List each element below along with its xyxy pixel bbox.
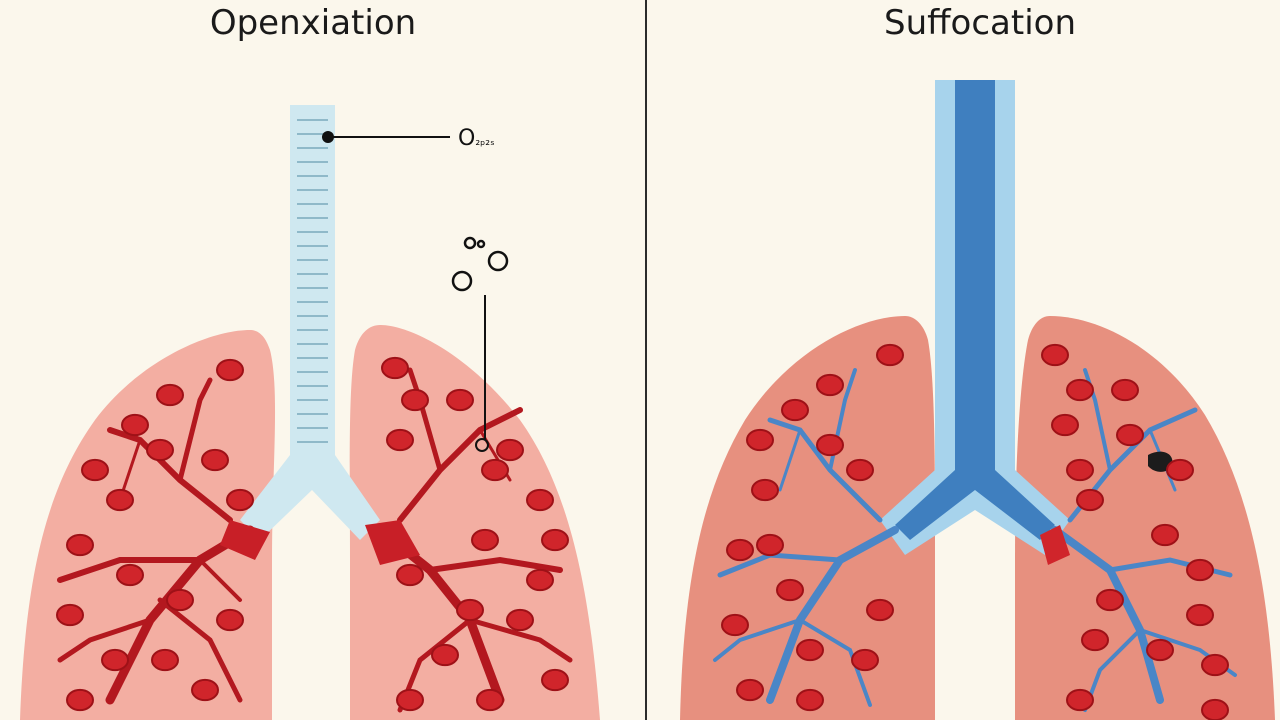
left-blood-cell bbox=[496, 438, 524, 462]
left-blood-cell bbox=[456, 598, 484, 622]
right-blood-cell bbox=[1151, 523, 1179, 547]
right-blood-cell bbox=[1201, 698, 1229, 720]
right-blood-cell bbox=[1066, 688, 1094, 712]
right-blood-cells bbox=[721, 343, 1229, 720]
right-panel: Suffocation bbox=[680, 3, 1275, 720]
right-blood-cell bbox=[846, 458, 874, 482]
right-blood-cell bbox=[866, 598, 894, 622]
right-blood-cell bbox=[1201, 653, 1229, 677]
left-blood-cell bbox=[146, 438, 174, 462]
left-blood-cell bbox=[151, 648, 179, 672]
left-blood-cell bbox=[381, 356, 409, 380]
right-blood-cell bbox=[876, 343, 904, 367]
left-blood-cell bbox=[541, 528, 569, 552]
right-dark-spot bbox=[1148, 451, 1173, 472]
right-blood-cell bbox=[751, 478, 779, 502]
left-lung-left-lobe bbox=[20, 330, 276, 720]
left-blood-cell bbox=[396, 563, 424, 587]
right-blood-cell bbox=[726, 538, 754, 562]
right-blood-cell bbox=[1166, 458, 1194, 482]
right-blood-cell bbox=[1096, 588, 1124, 612]
left-blood-cell bbox=[101, 648, 129, 672]
left-blood-cell bbox=[526, 488, 554, 512]
right-blood-cell bbox=[781, 398, 809, 422]
left-blood-cell bbox=[396, 688, 424, 712]
left-blood-cell bbox=[446, 388, 474, 412]
left-trachea bbox=[240, 105, 380, 540]
right-blood-cell bbox=[736, 678, 764, 702]
right-blood-cell bbox=[746, 428, 774, 452]
right-blood-cell bbox=[1066, 458, 1094, 482]
right-blood-cell bbox=[756, 533, 784, 557]
left-lung-right-lobe bbox=[349, 325, 600, 720]
right-blood-cell bbox=[851, 648, 879, 672]
right-blood-cell bbox=[1066, 378, 1094, 402]
right-blood-cell bbox=[1186, 603, 1214, 627]
left-blood-cells bbox=[56, 356, 569, 712]
right-trachea bbox=[880, 80, 1070, 555]
left-blood-cell bbox=[506, 608, 534, 632]
left-blood-cell bbox=[401, 388, 429, 412]
left-blood-cell bbox=[216, 608, 244, 632]
left-blood-cell bbox=[481, 458, 509, 482]
left-blood-cell bbox=[226, 488, 254, 512]
right-blood-cell bbox=[1116, 423, 1144, 447]
bubble-pointer-end bbox=[475, 438, 489, 452]
left-blood-cell bbox=[476, 688, 504, 712]
right-blood-cell bbox=[1081, 628, 1109, 652]
left-bronchus-left-junction bbox=[220, 520, 270, 560]
right-blood-cell bbox=[816, 433, 844, 457]
left-blood-cell bbox=[66, 688, 94, 712]
left-blood-cell bbox=[116, 563, 144, 587]
right-bronchus-blockage bbox=[1040, 525, 1070, 565]
right-blood-cell bbox=[816, 373, 844, 397]
right-blood-cell bbox=[796, 638, 824, 662]
left-blood-cell bbox=[526, 568, 554, 592]
left-blood-cell bbox=[431, 643, 459, 667]
left-panel-title: Openxiation bbox=[210, 3, 416, 43]
left-blood-cell bbox=[471, 528, 499, 552]
left-bronchus-right-junction bbox=[365, 520, 420, 565]
right-blood-cell bbox=[1111, 378, 1139, 402]
left-blood-cell bbox=[81, 458, 109, 482]
right-blood-cell bbox=[1076, 488, 1104, 512]
oxygen-label: O₂ₚ₂ₛ bbox=[458, 126, 495, 151]
left-panel: Openxiation bbox=[20, 3, 600, 720]
right-blood-cell bbox=[721, 613, 749, 637]
left-blood-cell bbox=[166, 588, 194, 612]
right-blood-cell bbox=[1051, 413, 1079, 437]
oxygen-bubbles bbox=[451, 236, 509, 292]
right-panel-title: Suffocation bbox=[884, 3, 1076, 43]
right-blood-cell bbox=[796, 688, 824, 712]
left-blood-cell bbox=[56, 603, 84, 627]
right-blood-cell bbox=[1041, 343, 1069, 367]
left-blood-cell bbox=[106, 488, 134, 512]
right-blood-cell bbox=[776, 578, 804, 602]
left-blood-cell bbox=[541, 668, 569, 692]
left-blood-cell bbox=[121, 413, 149, 437]
left-blood-cell bbox=[216, 358, 244, 382]
right-blood-cell bbox=[1186, 558, 1214, 582]
right-blood-cell bbox=[1146, 638, 1174, 662]
left-blood-cell bbox=[66, 533, 94, 557]
left-blood-cell bbox=[156, 383, 184, 407]
left-blood-cell bbox=[191, 678, 219, 702]
left-blood-cell bbox=[386, 428, 414, 452]
left-blood-cell bbox=[201, 448, 229, 472]
